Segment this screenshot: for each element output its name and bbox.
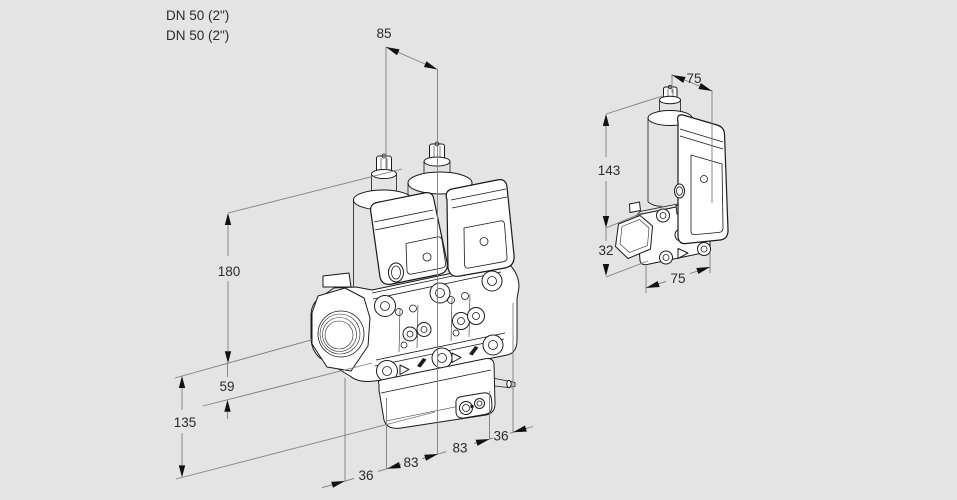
- dimension-annotations: [174, 46, 713, 489]
- side-actuator-cover: [674, 114, 729, 245]
- dim-label-75-bottom: 75: [670, 271, 685, 286]
- marking-slash: [417, 358, 427, 368]
- dim-label-59: 59: [219, 379, 234, 394]
- flow-direction-arrow: [451, 352, 462, 363]
- side-nipple: [494, 378, 516, 389]
- conduit-ring: [674, 183, 685, 199]
- port-size-label-1: DN 50 (2"): [166, 8, 229, 23]
- dim-label-85: 85: [376, 26, 391, 41]
- dim-label-36-right: 36: [493, 429, 508, 444]
- conduit-ring: [388, 262, 404, 283]
- dim-label-83-left: 83: [403, 455, 418, 470]
- dim-label-32: 32: [598, 243, 613, 258]
- mounting-ear: [322, 272, 352, 288]
- flow-direction-arrow: [677, 248, 689, 259]
- dimension-labels: DN 50 (2") DN 50 (2") 85 180 59 135 36 8…: [166, 8, 702, 483]
- dim-label-180: 180: [218, 264, 241, 279]
- bottom-actuator-box: [377, 358, 516, 429]
- dim-label-135: 135: [174, 415, 197, 430]
- side-view: [615, 84, 729, 266]
- right-actuator-cover: [445, 179, 515, 277]
- dim-label-143: 143: [598, 163, 621, 178]
- left-actuator-cover: [370, 192, 448, 285]
- test-points: [395, 292, 485, 349]
- dim-label-75-top: 75: [686, 71, 701, 86]
- valve-body: [310, 262, 520, 382]
- dim-label-36-left: 36: [358, 468, 373, 483]
- side-flange-boss: [615, 215, 653, 259]
- port-size-label-2: DN 50 (2"): [166, 28, 229, 43]
- dim-label-83-right: 83: [452, 441, 467, 456]
- flow-direction-arrow: [399, 364, 410, 375]
- marking-slash: [469, 346, 479, 356]
- inlet-flange-port: [311, 287, 371, 372]
- clamp-bolts: [374, 270, 504, 382]
- main-view: [310, 141, 520, 429]
